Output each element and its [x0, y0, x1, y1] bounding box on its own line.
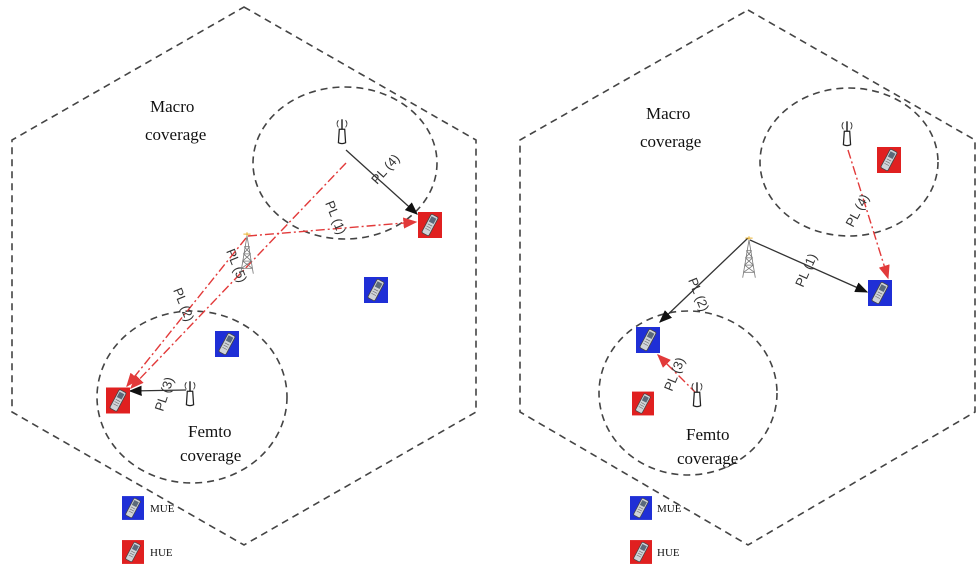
- right-macro-tower-icon: [742, 235, 756, 279]
- left-hue-phone-icon-femto: [106, 387, 130, 414]
- left-legend-hue-label: HUE: [150, 547, 173, 559]
- right-femto-bs-antenna-icon: [691, 381, 703, 408]
- right-mue-phone-icon: [868, 279, 892, 307]
- right-legend-mue-icon: [630, 496, 652, 520]
- right-legend-hue-icon: [630, 540, 652, 564]
- right-macro-bs-antenna-icon: [841, 120, 853, 147]
- left-link-pl4: [345, 149, 418, 215]
- left-macro-coverage-label: Macro coverage: [145, 97, 206, 144]
- right-femto-label-line2: coverage: [677, 449, 738, 468]
- left-mue-phone-icon: [364, 277, 388, 303]
- left-link-pl3: [128, 385, 187, 396]
- right-macro-coverage-circle: [759, 87, 939, 237]
- left-mue-phone-icon-femto: [215, 331, 239, 357]
- left-hue-phone-icon-macro: [418, 212, 442, 238]
- left-panel: Macro coverage Femto coverage PL (4) PL …: [11, 6, 477, 564]
- right-femto-label-line1: Femto: [686, 425, 729, 444]
- left-macro-coverage-circle: [252, 86, 438, 240]
- left-macro-bs-antenna-icon: [336, 118, 348, 145]
- left-legend-hue-icon: [122, 540, 144, 564]
- right-macro-cell-hexagon: [519, 9, 976, 546]
- left-femto-bs-antenna-icon: [184, 380, 196, 407]
- left-macro-label-line1: Macro: [150, 97, 194, 116]
- left-label-pl5: PL (5): [223, 247, 250, 285]
- left-label-pl3: PL (3): [152, 375, 177, 413]
- right-mue-phone-icon-femto: [636, 326, 660, 354]
- left-label-pl1: PL (1): [322, 199, 349, 237]
- left-link-pl2: [126, 237, 247, 388]
- right-hue-phone-icon-macro: [877, 147, 901, 173]
- right-macro-coverage-label: Macro coverage: [640, 104, 701, 151]
- left-femto-coverage-label: Femto coverage: [180, 422, 241, 465]
- right-macro-label-line2: coverage: [640, 132, 701, 151]
- left-legend: MUE HUE: [122, 496, 175, 564]
- right-legend-mue-label: MUE: [657, 503, 682, 515]
- right-link-pl4: [847, 149, 890, 280]
- left-femto-coverage-circle: [96, 310, 288, 484]
- left-link-pl1: [247, 217, 418, 237]
- left-label-pl4: PL (4): [368, 151, 403, 187]
- left-label-pl2: PL (2): [170, 286, 197, 324]
- left-legend-mue-icon: [122, 496, 144, 520]
- left-femto-label-line2: coverage: [180, 446, 241, 465]
- left-femto-label-line1: Femto: [188, 422, 231, 441]
- right-legend-hue-label: HUE: [657, 547, 680, 559]
- right-link-pl1: [749, 239, 869, 293]
- right-femto-coverage-label: Femto coverage: [677, 425, 738, 468]
- right-panel: Macro coverage Femto coverage PL (1) PL …: [519, 9, 976, 564]
- right-macro-label-line1: Macro: [646, 104, 690, 123]
- right-legend: MUE HUE: [630, 496, 682, 564]
- right-hue-phone-icon-femto: [632, 391, 654, 416]
- left-macro-cell-hexagon: [11, 6, 477, 546]
- left-macro-label-line2: coverage: [145, 125, 206, 144]
- right-link-pl2: [659, 237, 749, 323]
- left-link-pl5: [130, 162, 347, 390]
- left-legend-mue-label: MUE: [150, 503, 175, 515]
- right-label-pl1: PL (1): [792, 251, 820, 289]
- right-label-pl3: PL (3): [661, 355, 688, 393]
- right-femto-coverage-circle: [598, 310, 778, 476]
